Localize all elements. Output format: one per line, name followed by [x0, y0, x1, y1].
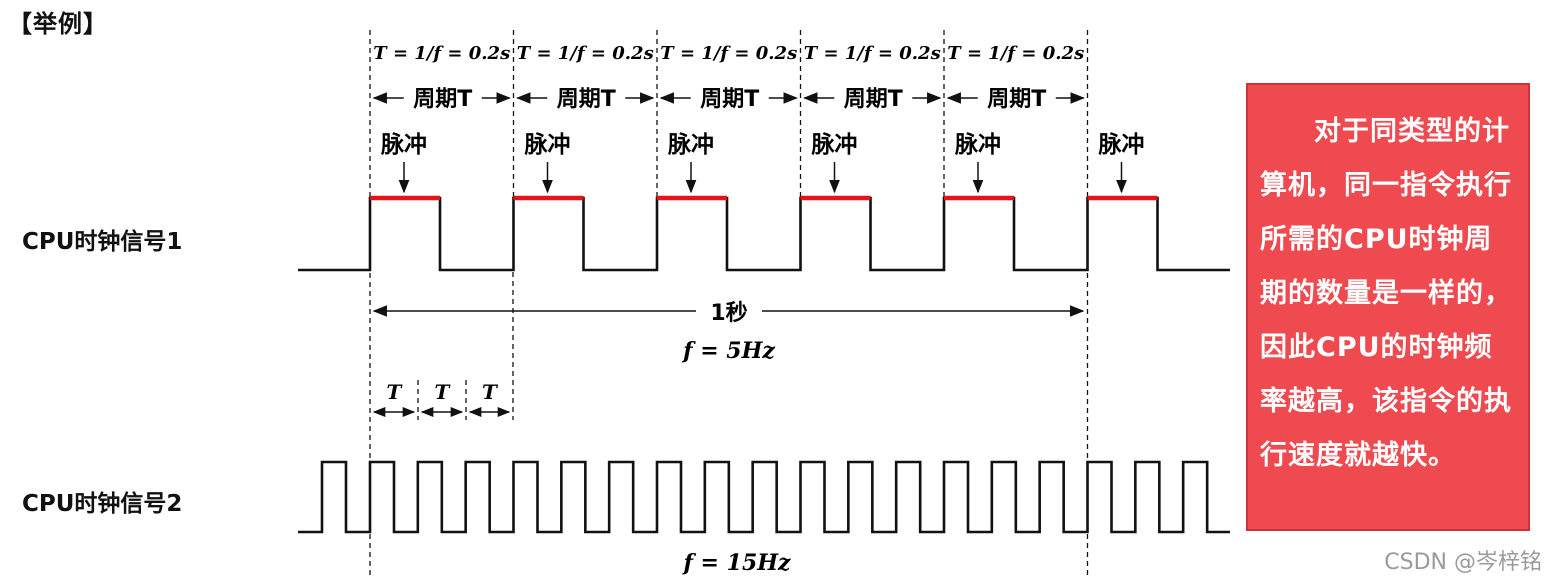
clock-signal-2-line — [298, 460, 1230, 534]
pulse-label: 脉冲 — [811, 132, 858, 158]
period-formula: T = 1/f = 0.2s — [804, 43, 941, 64]
period-label: 周期T — [987, 87, 1046, 112]
pulse-label: 脉冲 — [667, 132, 714, 158]
period-label: 周期T — [557, 87, 616, 112]
explanation-text: 对于同类型的计算机，同一指令执行所需的CPU时钟周期的数量是一样的，因此CPU的… — [1260, 116, 1512, 471]
heading: 【举例】 — [8, 10, 108, 38]
period-annotations: T = 1/f = 0.2s 周期T T = 1/f = 0.2s 周期T T = 1/… — [372, 43, 1085, 112]
watermark: CSDN @岑梓铭 — [1384, 550, 1542, 575]
period-symbol: T — [435, 380, 452, 404]
pulse-label: 脉冲 — [1098, 132, 1145, 158]
signal-2-frequency: f = 15Hz — [681, 550, 791, 576]
clock-signal-2-waveform: f = 15Hz — [298, 460, 1230, 576]
period-formula: T = 1/f = 0.2s — [373, 43, 510, 64]
explanation-note: 对于同类型的计算机，同一指令执行所需的CPU时钟周期的数量是一样的，因此CPU的… — [1246, 83, 1530, 531]
period-symbol: T — [387, 380, 404, 404]
signal-1-label: CPU时钟信号1 — [22, 229, 183, 255]
clock-signal-1-waveform: 脉冲 脉冲 脉冲 脉冲 脉冲 脉冲 — [298, 132, 1230, 272]
period-label: 周期T — [844, 87, 903, 112]
pulse-label: 脉冲 — [380, 132, 427, 158]
one-second-annotation: 1秒 f = 5Hz — [372, 301, 1085, 364]
pulse-label: 脉冲 — [954, 132, 1001, 158]
pulse-label: 脉冲 — [524, 132, 571, 158]
signal-2-label: CPU时钟信号2 — [22, 491, 183, 517]
signal-1-frequency: f = 5Hz — [681, 338, 775, 364]
period-formula: T = 1/f = 0.2s — [660, 43, 797, 64]
period-label: 周期T — [700, 87, 759, 112]
period-formula: T = 1/f = 0.2s — [947, 43, 1084, 64]
period-label: 周期T — [413, 87, 472, 112]
period-symbol: T — [482, 380, 499, 404]
clock-signal-1-line — [298, 196, 1230, 272]
one-second-label: 1秒 — [710, 301, 747, 326]
period-formula: T = 1/f = 0.2s — [517, 43, 654, 64]
